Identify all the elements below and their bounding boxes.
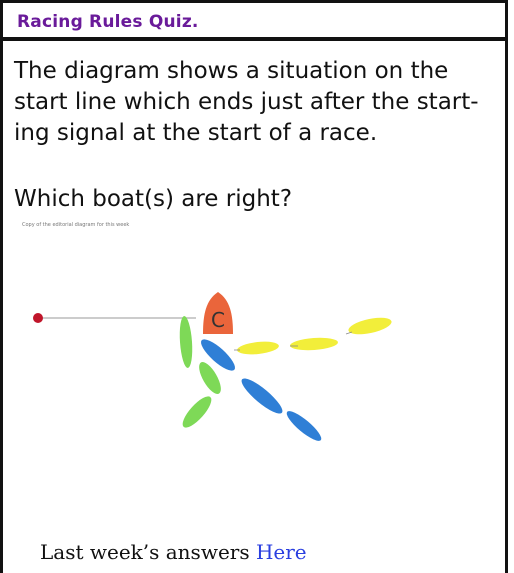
start-line-diagram: C [33,292,392,441]
question-text: The diagram shows a situation on the sta… [14,58,479,146]
answers-link[interactable]: Here [255,540,307,564]
pin-end-mark [33,313,43,323]
blue-boats [200,339,322,441]
diagram-caption: Copy of the editorial diagram for this w… [22,222,130,228]
quiz-title: Racing Rules Quiz. [17,12,199,32]
last-week-text: Last week’s answers [40,540,250,564]
question-prompt: Which boat(s) are right? [14,186,293,212]
quiz-header: Racing Rules Quiz. [3,3,505,41]
committee-boat-label: C [211,308,225,332]
yellow-boats [234,317,392,355]
green-boats [179,316,221,428]
committee-boat: C [203,292,233,334]
footer: Last week’s answers Here [40,540,307,564]
